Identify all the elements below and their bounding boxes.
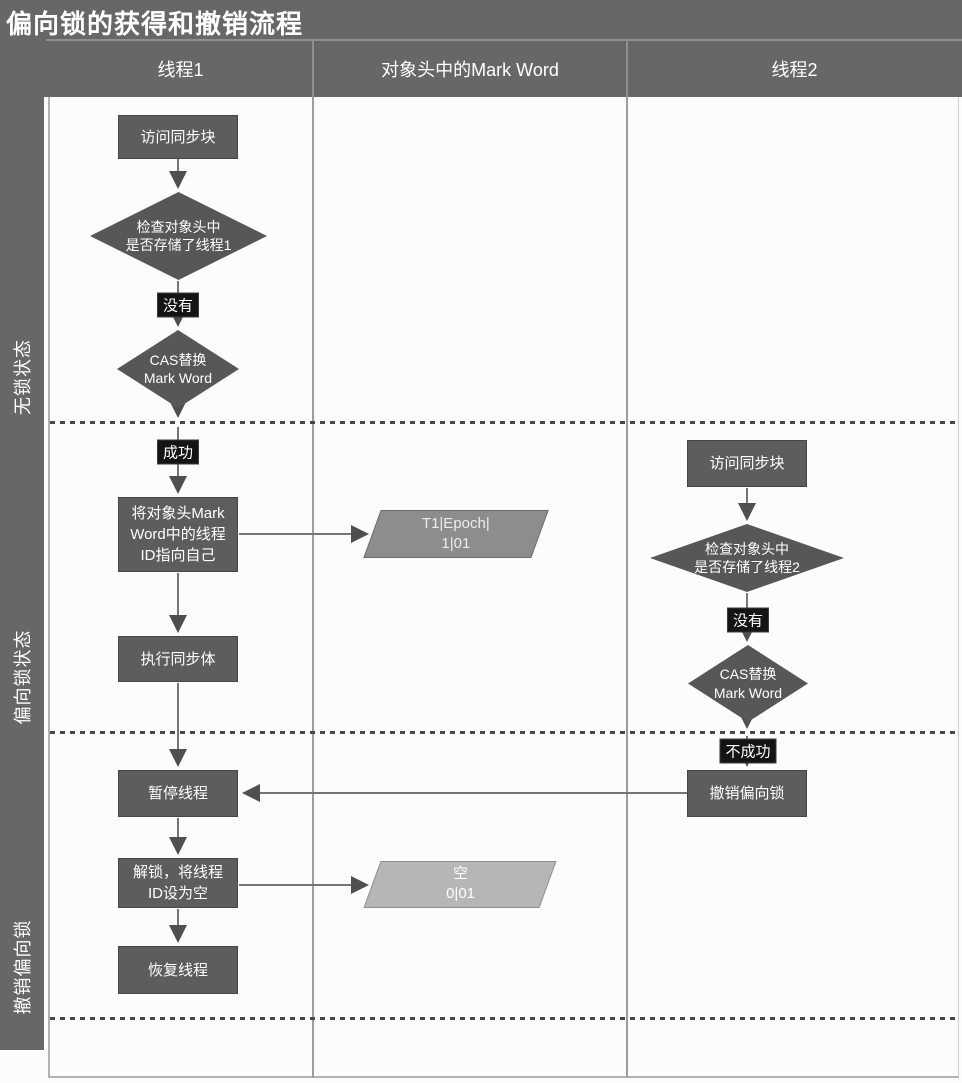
header-band: [0, 0, 962, 97]
lane-header-thread2: 线程2: [771, 60, 818, 80]
page-title: 偏向锁的获得和撤销流程: [6, 9, 304, 39]
edge-label-no-t2: 没有: [726, 607, 770, 633]
lane-header-thread1: 线程1: [157, 60, 204, 80]
lane-header-divider: [312, 41, 314, 97]
edge-label-no-t1: 没有: [156, 292, 200, 318]
edge-label-fail: 不成功: [719, 738, 777, 764]
edge-label-success: 成功: [156, 439, 200, 465]
execute-sync-box: 执行同步体: [118, 636, 238, 682]
pause-thread-box: 暂停线程: [118, 770, 238, 817]
section-divider-dotted: [50, 731, 960, 734]
markword-biased-value: T1|Epoch| 1|01: [422, 514, 490, 552]
diagram-frame: [48, 97, 959, 1078]
header-divider-line: [46, 39, 962, 41]
markword-biased-parallelogram: T1|Epoch| 1|01: [363, 510, 549, 558]
access-sync-box-t1: 访问同步块: [118, 115, 238, 159]
resume-thread-box: 恢复线程: [118, 946, 238, 994]
section-sidebar: [0, 40, 44, 1050]
unlock-clear-id-box: 解锁，将线程 ID设为空: [118, 858, 238, 908]
lane-divider: [312, 97, 314, 1078]
access-sync-box-t2: 访问同步块: [687, 440, 807, 487]
section-divider-dotted: [50, 421, 960, 424]
lane-header-markword: 对象头中的Mark Word: [381, 60, 559, 80]
lane-header-divider: [626, 41, 628, 97]
section-divider-dotted: [50, 1017, 960, 1020]
lane-divider: [626, 97, 628, 1078]
markword-empty-parallelogram: 空 0|01: [363, 861, 557, 908]
markword-empty-value: 空 0|01: [445, 865, 475, 903]
set-thread-id-box: 将对象头Mark Word中的线程 ID指向自己: [118, 497, 238, 572]
revoke-bias-box: 撤销偏向锁: [687, 770, 807, 817]
